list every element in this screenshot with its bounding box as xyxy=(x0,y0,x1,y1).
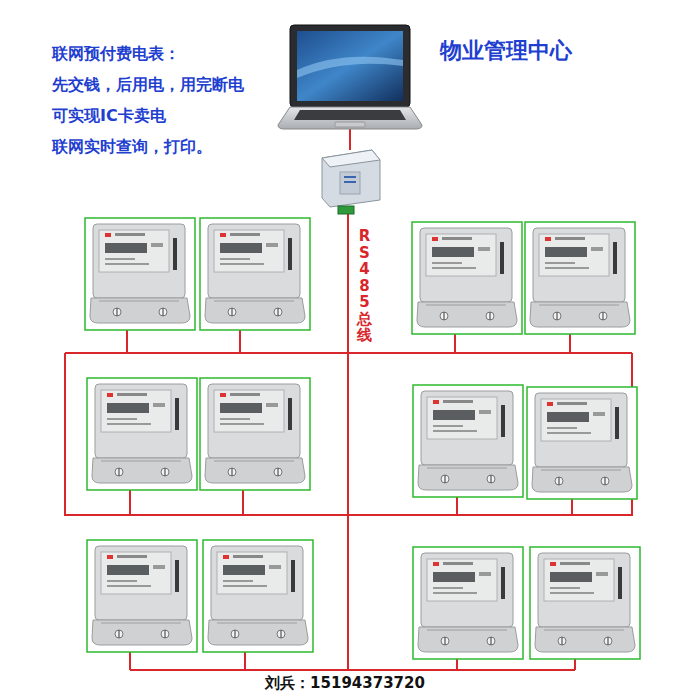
feature-note: 先交钱，后用电，用完断电 xyxy=(52,75,244,94)
rs485-converter-icon xyxy=(322,150,380,214)
feature-note: 联网实时查询，打印。 xyxy=(52,137,212,156)
meter-icon xyxy=(412,222,522,334)
meter-icon xyxy=(530,547,640,659)
meter-icon xyxy=(87,540,197,652)
meter-icon xyxy=(200,218,310,330)
meter-icon xyxy=(203,540,313,652)
feature-note: 可实现IC卡卖电 xyxy=(52,106,166,125)
bus-label: RS485总线 xyxy=(357,228,372,344)
meter-icon xyxy=(87,378,197,490)
center-title: 物业管理中心 xyxy=(440,38,572,64)
meter-icon xyxy=(413,385,523,497)
electric-meter-group xyxy=(85,218,640,659)
contact-label: 刘兵：15194373720 xyxy=(265,674,425,692)
meter-icon xyxy=(413,547,523,659)
meter-icon xyxy=(525,222,635,334)
meter-icon xyxy=(85,218,195,330)
feature-note: 联网预付费电表： xyxy=(52,44,180,63)
meter-icon xyxy=(527,387,637,499)
meter-icon xyxy=(200,378,310,490)
laptop-icon xyxy=(278,25,422,129)
